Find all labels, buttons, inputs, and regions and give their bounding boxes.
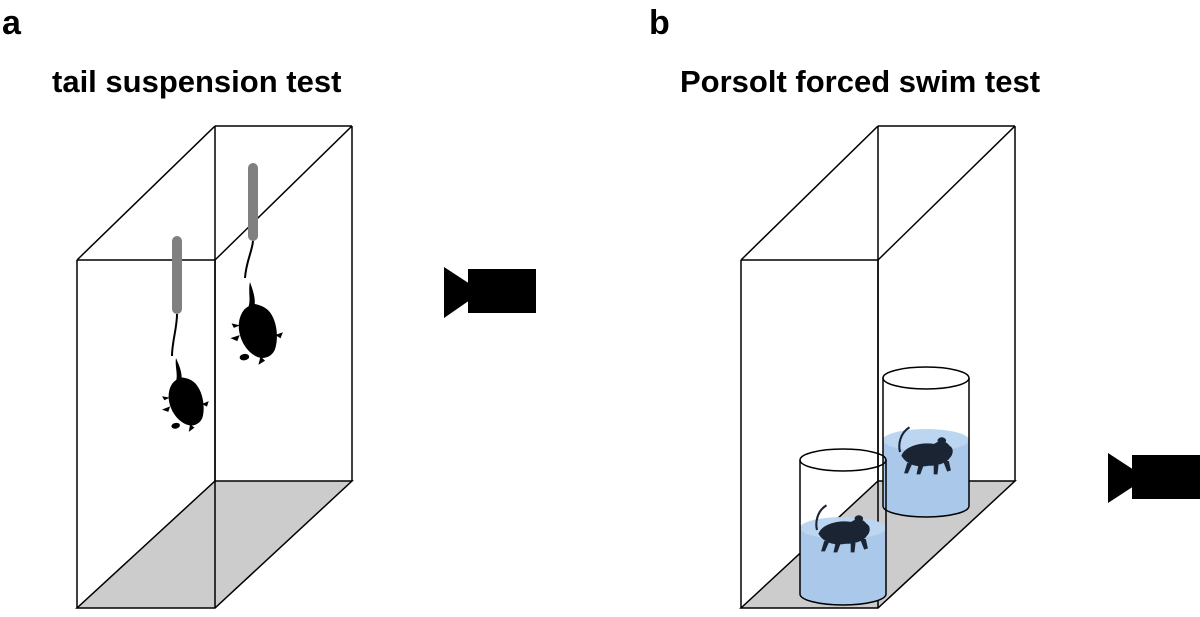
water-cylinder-front [799, 448, 887, 606]
video-camera-icon [1108, 453, 1200, 503]
chamber-outline [76, 125, 353, 608]
tail-suspension-rod [248, 163, 258, 241]
chamber-outline [740, 125, 1016, 608]
panel-title-forced-swim: Porsolt forced swim test [680, 64, 1041, 99]
tail-suspension-chamber [75, 125, 354, 609]
tail-suspension-rod [172, 236, 182, 314]
video-camera-icon [444, 267, 536, 318]
panel-label-a: a [2, 4, 21, 42]
suspended-mouse-back [223, 163, 287, 369]
water-cylinder-back [882, 366, 970, 518]
forced-swim-chamber [739, 125, 1017, 609]
suspended-mouse-front [152, 236, 215, 437]
panel-label-b: b [649, 4, 670, 42]
panel-title-tail-suspension: tail suspension test [52, 64, 342, 99]
